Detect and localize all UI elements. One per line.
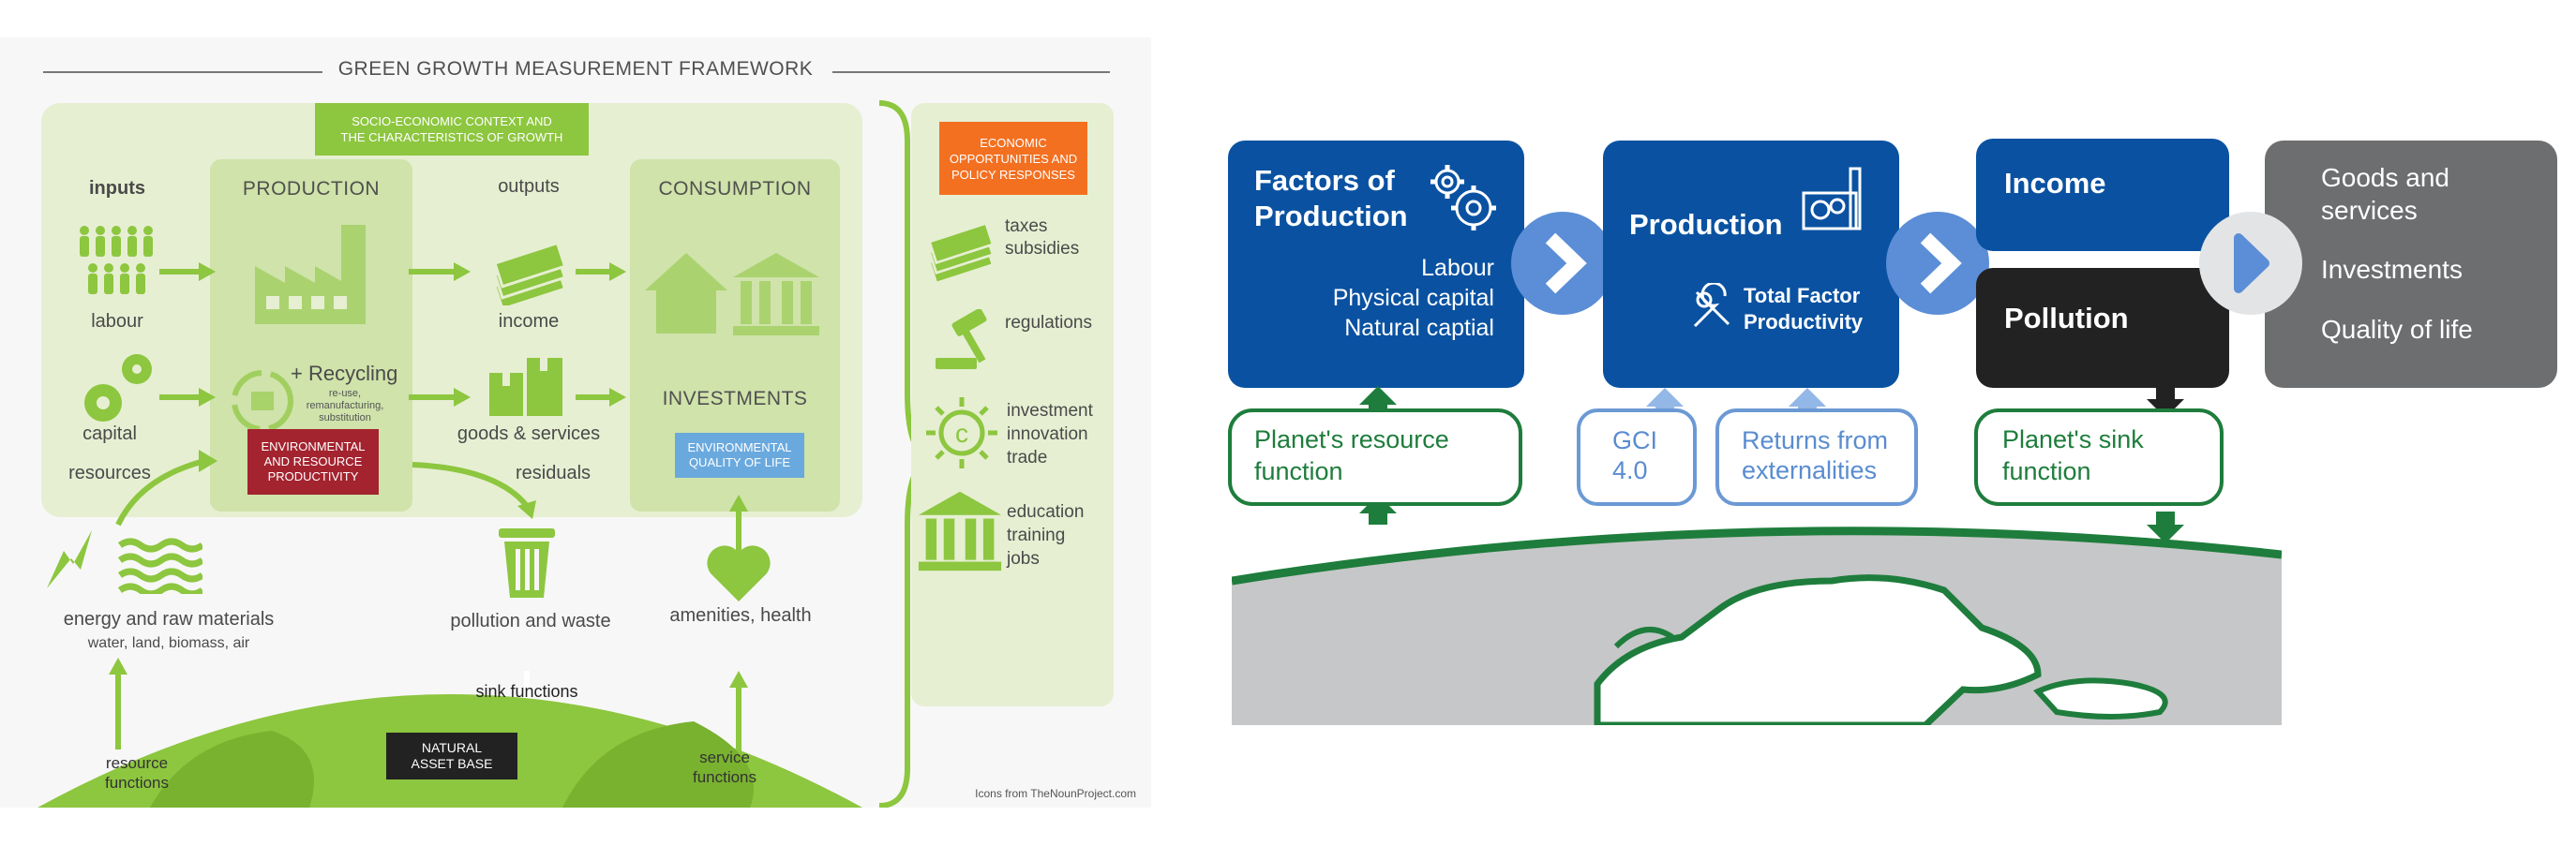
natural-asset-badge: NATURAL ASSET BASE [386, 733, 517, 779]
outcomes-box: Goods and services Investments Quality o… [2265, 141, 2557, 388]
production-heading: PRODUCTION [242, 178, 381, 200]
income-box: Income [1976, 139, 2229, 251]
returns-text: Returns from externalities [1742, 426, 1889, 484]
natural-asset-text: NATURAL ASSET BASE [411, 740, 493, 771]
planet-sink-text: Planet's sink function [2002, 425, 2144, 485]
policy-bank-icon [917, 489, 1003, 571]
production-box: Production Total Factor Productivity [1603, 141, 1899, 388]
capital-label: capital [82, 423, 137, 444]
title-rule-right [832, 71, 1110, 73]
planet-resource-box: Planet's resource function [1228, 408, 1522, 506]
box-icon [487, 352, 566, 418]
money-icon [491, 240, 570, 305]
policy-money-icon [926, 217, 997, 283]
trash-icon [497, 525, 557, 600]
investments-heading: INVESTMENTS [662, 388, 808, 409]
pollution-box: Pollution [1976, 268, 2229, 388]
bulb-icon: c [922, 393, 1001, 472]
recycling-sub: re-use, remanufacturing, substitution [306, 388, 384, 423]
outcome-quality: Quality of life [2321, 315, 2473, 344]
gci-box: GCI 4.0 [1577, 408, 1697, 506]
house-icon [641, 249, 731, 335]
factor-labour: Labour [1421, 255, 1494, 281]
factors-title: Factors of Production [1254, 164, 1408, 232]
resource-functions-label: resource functions [104, 754, 170, 792]
service-functions-label: service functions [692, 749, 757, 786]
policy-education: education training jobs [1007, 502, 1085, 569]
outcome-investments: Investments [2321, 255, 2463, 284]
recycling-label: + Recycling [291, 362, 398, 385]
policy-taxes: taxes subsidies [1005, 216, 1080, 259]
econ-opps-text: ECONOMIC OPPORTUNITIES AND POLICY RESPON… [949, 135, 1078, 182]
env-quality-badge: ENVIRONMENTAL QUALITY OF LIFE [675, 433, 804, 478]
env-productivity-badge: ENVIRONMENTAL AND RESOURCE PRODUCTIVITY [247, 429, 379, 495]
pollution-title: Pollution [2004, 302, 2129, 334]
gears-capital-icon [75, 347, 159, 433]
energy-sub: water, land, biomass, air [87, 635, 250, 651]
policy-column [911, 103, 1114, 706]
connector-arrows [1359, 386, 2184, 543]
income-label: income [498, 311, 560, 332]
env-productivity-text: ENVIRONMENTAL AND RESOURCE PRODUCTIVITY [261, 439, 366, 483]
pollution-waste-label: pollution and waste [450, 611, 611, 631]
chevron-right-icon-2 [1886, 212, 1989, 315]
inputs-label: inputs [89, 178, 145, 199]
lightning-icon [43, 527, 99, 592]
context-badge: SOCIO-ECONOMIC CONTEXT AND THE CHARACTER… [315, 103, 589, 156]
planet-sink-box: Planet's sink function [1974, 408, 2224, 506]
outputs-label: outputs [498, 176, 560, 197]
factors-box: Factors of Production Labour Physical ca… [1228, 141, 1524, 388]
context-text: SOCIO-ECONOMIC CONTEXT AND THE CHARACTER… [340, 114, 563, 144]
chevron-right-icon [1511, 212, 1614, 315]
amenities-label: amenities, health [669, 605, 812, 626]
bank-icon [731, 251, 821, 335]
sink-functions-label: sink functions [475, 682, 578, 701]
chevron-right-icon-3 [2199, 212, 2302, 315]
waves-icon [118, 538, 202, 594]
title-rule-left [43, 71, 322, 73]
outcome-goods: Goods and services [2321, 163, 2449, 225]
globe [1232, 527, 2282, 725]
policy-investment: investment innovation trade [1007, 401, 1093, 468]
icons-credit: Icons from TheNounProject.com [975, 787, 1136, 800]
consumption-heading: CONSUMPTION [658, 178, 812, 200]
returns-box: Returns from externalities [1715, 408, 1918, 506]
green-growth-framework: GREEN GROWTH MEASUREMENT FRAMEWORK SOCIO… [0, 37, 1151, 808]
gears-icon [1425, 161, 1500, 232]
people-icon [77, 225, 157, 305]
framework-title: GREEN GROWTH MEASUREMENT FRAMEWORK [337, 58, 814, 80]
income-title: Income [2004, 167, 2106, 200]
factory-gear-icon [1800, 165, 1865, 232]
resources-label: resources [68, 463, 151, 483]
planet-resource-text: Planet's resource function [1254, 425, 1449, 485]
energy-label: energy and raw materials [63, 609, 275, 630]
env-quality-text: ENVIRONMENTAL QUALITY OF LIFE [687, 440, 792, 469]
factor-physical: Physical capital [1332, 285, 1494, 311]
svg-text:c: c [955, 419, 968, 448]
gavel-icon [934, 309, 1009, 371]
recycle-icon [225, 364, 300, 438]
policy-regulations: regulations [1005, 313, 1092, 333]
labour-label: labour [91, 311, 143, 332]
wrench-icon [1687, 283, 1738, 334]
residuals-label: residuals [515, 463, 592, 483]
gci-text: GCI 4.0 [1612, 426, 1658, 484]
factor-natural: Natural captial [1344, 315, 1494, 341]
heart-icon [705, 543, 772, 603]
tfp-label: Total Factor Productivity [1744, 284, 1864, 334]
productivity-diagram: Factors of Production Labour Physical ca… [1219, 131, 2569, 731]
factory-icon [251, 221, 373, 326]
econ-opps-badge: ECONOMIC OPPORTUNITIES AND POLICY RESPON… [939, 122, 1087, 195]
goods-label: goods & services [457, 423, 601, 444]
production-title: Production [1629, 208, 1783, 241]
